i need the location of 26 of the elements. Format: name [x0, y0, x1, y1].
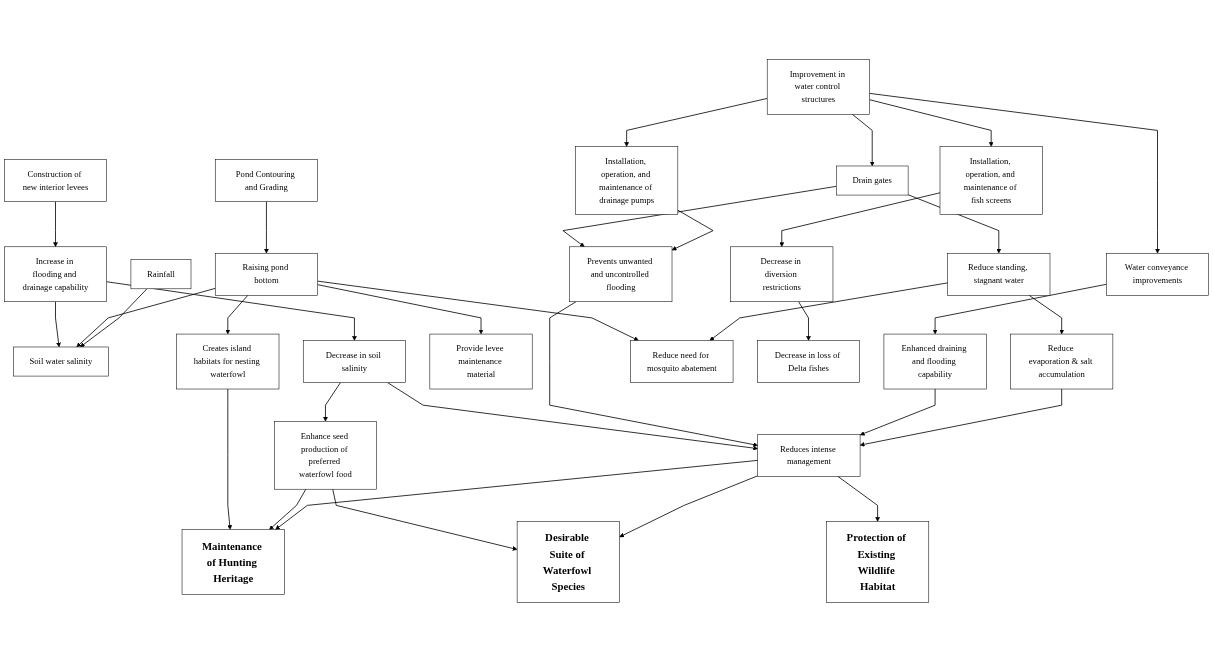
node-box: Provide levee maintenance material	[429, 333, 533, 390]
node-box: Desirable Suite of Waterfowl Species	[516, 521, 620, 603]
node-box: Construction of new interior levees	[4, 159, 107, 202]
node-box: Reduce standing, stagnant water	[947, 253, 1051, 296]
node-box: Decrease in diversion restrictions	[730, 246, 834, 303]
node-box: Reduce evaporation & salt accumulation	[1010, 333, 1114, 390]
node-box: Maintenance of Hunting Heritage	[181, 529, 285, 595]
node-box: Improvement in water control structures	[766, 59, 870, 115]
node-box: Protection of Existing Wildlife Habitat	[826, 521, 930, 603]
node-box: Prevents unwanted and uncontrolled flooding	[569, 246, 673, 303]
node-box: Drain gates	[836, 165, 909, 196]
node-box: Soil water salinity	[13, 346, 109, 377]
node-box: Reduces intense management	[757, 434, 861, 477]
node-box: Pond Contouring and Grading	[215, 159, 318, 202]
node-box: Raising pond bottom	[215, 253, 318, 296]
node-box: Enhance seed production of preferred waterfowl food	[274, 421, 377, 490]
node-box: Creates island habitats for nesting waterfowl	[176, 333, 280, 390]
node-box: Rainfall	[130, 259, 192, 290]
node-box: Water conveyance improvements	[1106, 253, 1209, 296]
node-box: Enhanced draining and flooding capability	[883, 333, 987, 390]
node-box: Decrease in loss of Delta fishes	[757, 340, 860, 383]
node-box: Reduce need for mosquito abatement	[630, 340, 734, 383]
node-box: Increase in flooding and drainage capability	[4, 246, 107, 303]
node-box: Installation, operation, and maintenance of fish screens	[939, 146, 1043, 215]
node-box: Decrease in soil salinity	[302, 340, 406, 383]
node-box: Installation, operation, and maintenance of drainage pumps	[575, 146, 679, 215]
